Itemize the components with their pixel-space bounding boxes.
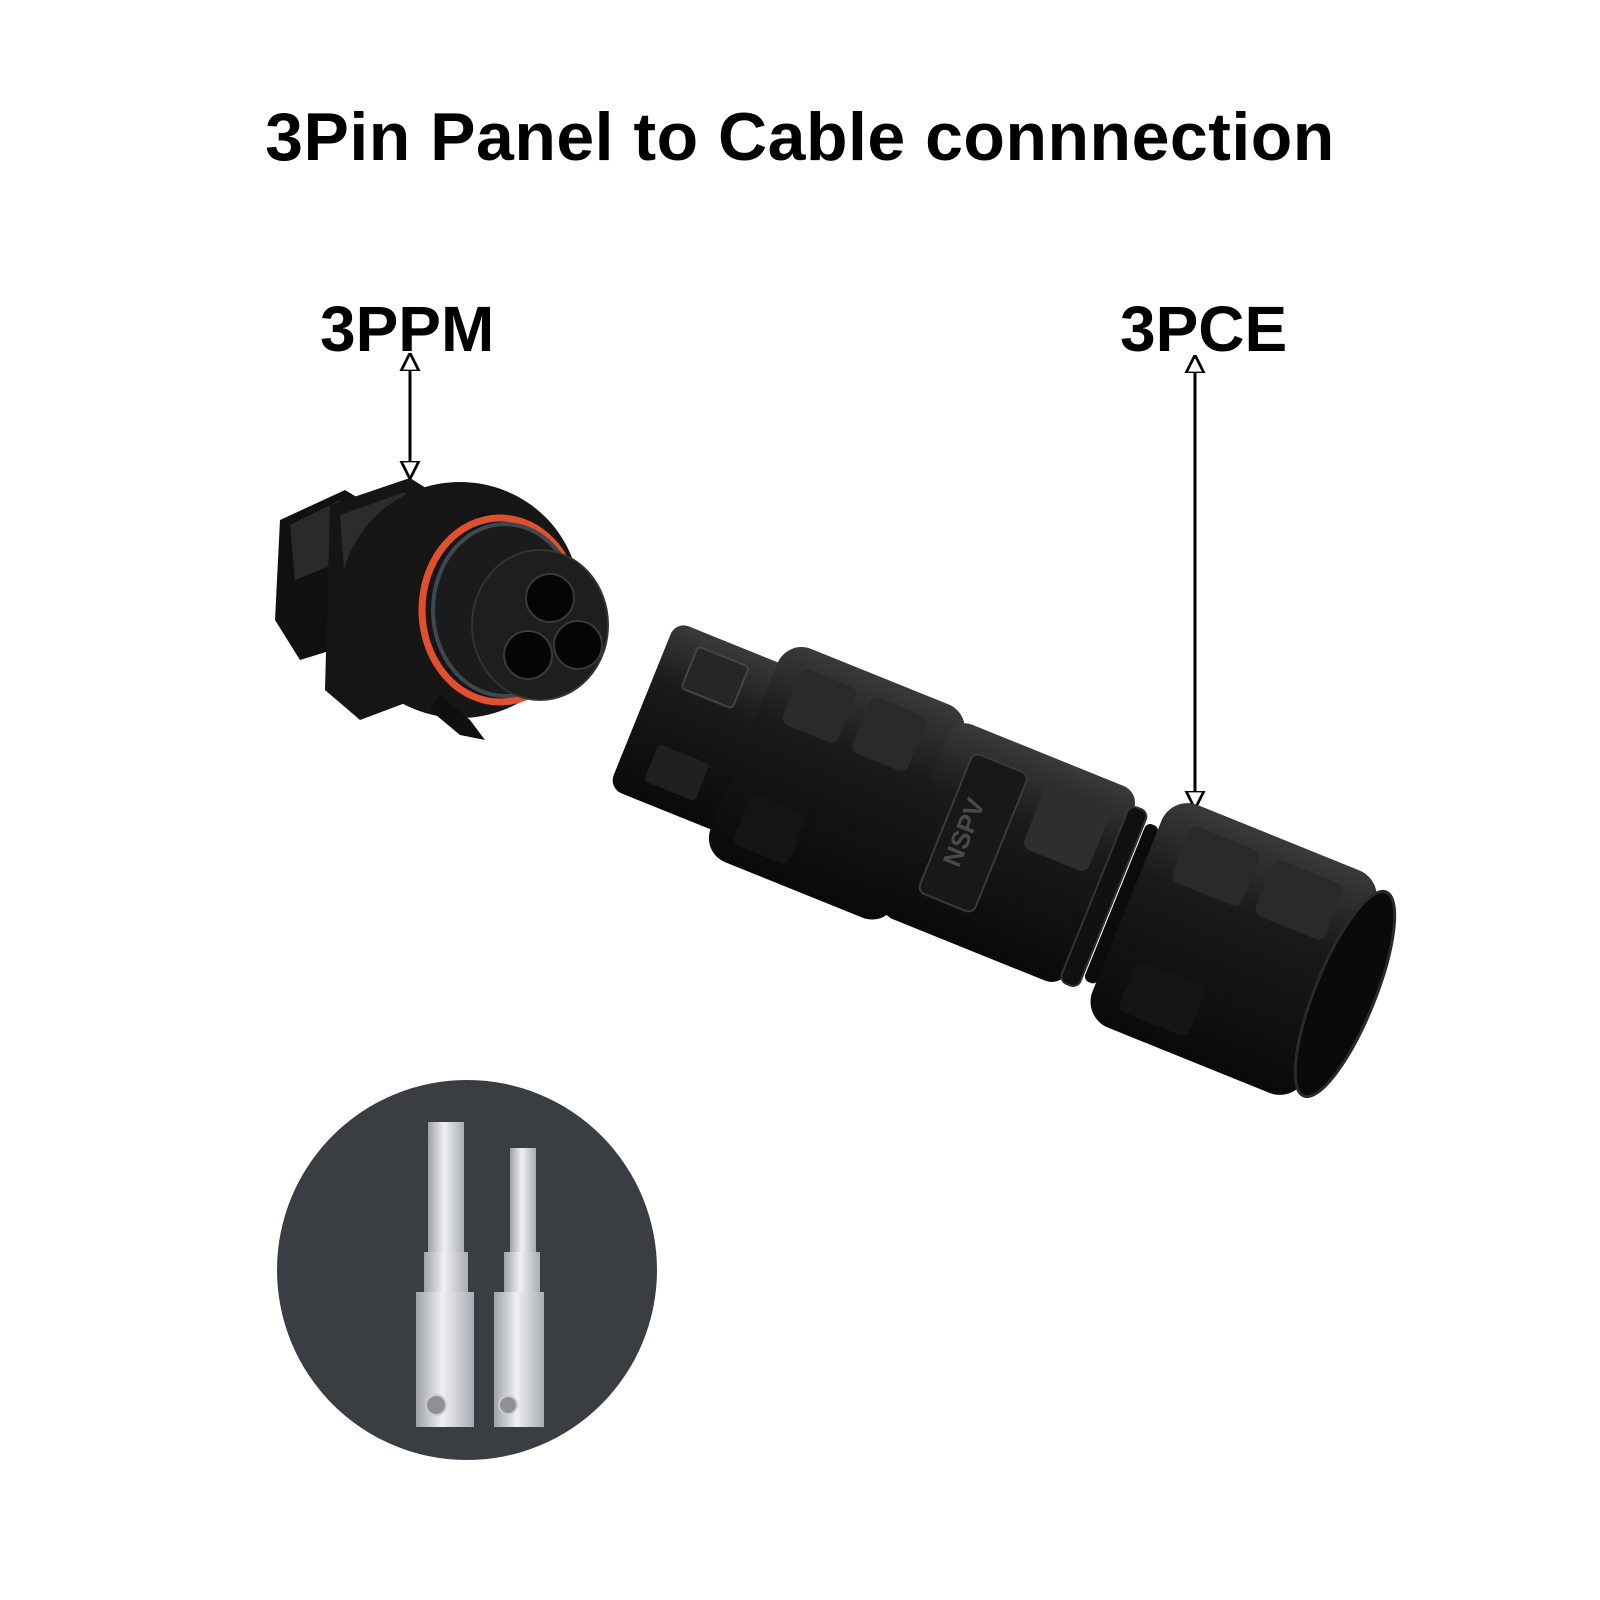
panel-connector-3ppm	[275, 478, 609, 740]
cable-connector-3pce: NSPV	[612, 625, 1397, 1099]
page-title: 3Pin Panel to Cable connnection	[265, 99, 1335, 175]
label-3pce: 3PCE	[1120, 293, 1288, 365]
crimp-pin-small	[494, 1148, 544, 1427]
pin-hole-1	[525, 573, 575, 623]
pin-hole-2	[553, 620, 603, 670]
pin-hole-3	[503, 630, 553, 680]
crimp-pins-inset	[277, 1080, 657, 1460]
crimp-pin-large	[416, 1122, 474, 1427]
